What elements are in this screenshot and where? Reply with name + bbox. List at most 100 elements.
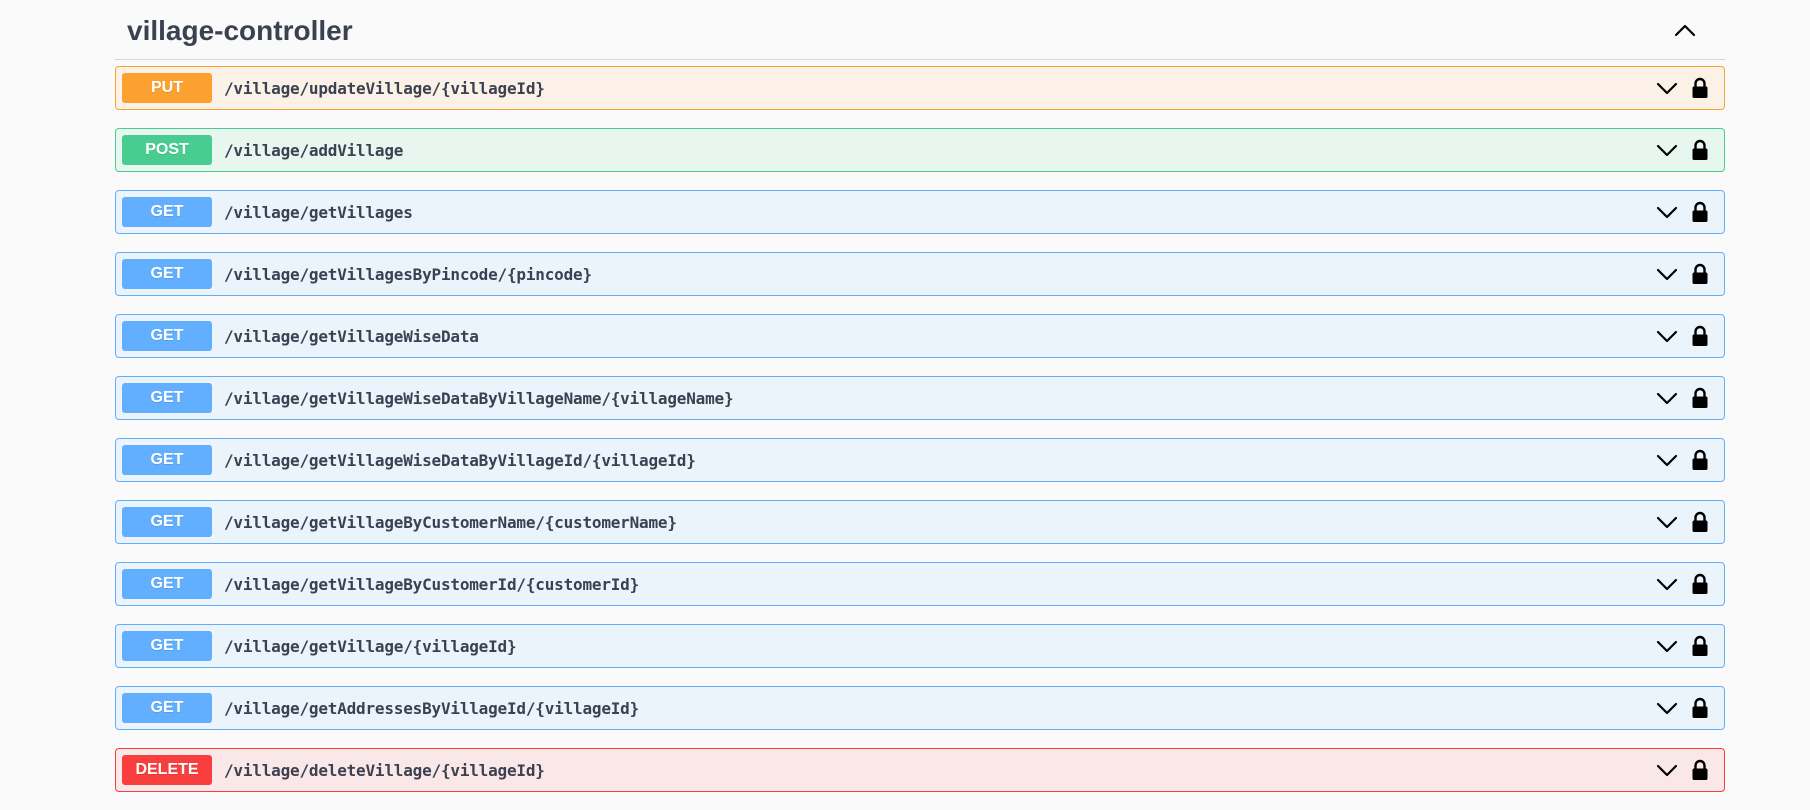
expand-operation-button[interactable] [1654,633,1680,659]
http-method-badge: GET [122,197,212,227]
http-method-badge: GET [122,569,212,599]
operation-actions [1654,315,1710,357]
operation-row-get[interactable]: GET /village/getVillageWiseData [115,314,1725,358]
operation-actions [1654,625,1710,667]
operation-row-get[interactable]: GET /village/getVillageByCustomerName/{c… [115,500,1725,544]
chevron-down-icon [1656,578,1678,591]
authorize-button[interactable] [1690,758,1710,782]
operation-path: /village/getVillageByCustomerName/{custo… [224,512,677,532]
lock-icon [1692,263,1708,284]
operation-actions [1654,563,1710,605]
chevron-down-icon [1656,144,1678,157]
operations-list: PUT /village/updateVillage/{villageId} P… [115,60,1725,792]
operation-path: /village/getVillageByCustomerId/{custome… [224,574,640,594]
expand-operation-button[interactable] [1654,695,1680,721]
lock-icon [1692,449,1708,470]
operation-actions [1654,749,1710,791]
operation-actions [1654,377,1710,419]
operation-actions [1654,191,1710,233]
authorize-button[interactable] [1690,324,1710,348]
section-header[interactable]: village-controller [115,0,1725,60]
lock-icon [1692,511,1708,532]
expand-operation-button[interactable] [1654,571,1680,597]
operation-row-get[interactable]: GET /village/getVillage/{villageId} [115,624,1725,668]
lock-icon [1692,387,1708,408]
lock-icon [1692,635,1708,656]
chevron-down-icon [1656,82,1678,95]
chevron-up-icon [1674,24,1696,36]
authorize-button[interactable] [1690,634,1710,658]
operation-path: /village/getVillageWiseData [224,326,479,346]
chevron-down-icon [1656,330,1678,343]
operation-row-get[interactable]: GET /village/getVillagesByPincode/{pinco… [115,252,1725,296]
chevron-down-icon [1656,392,1678,405]
http-method-badge: POST [122,135,212,165]
lock-icon [1692,201,1708,222]
expand-operation-button[interactable] [1654,509,1680,535]
operation-path: /village/getVillages [224,202,413,222]
chevron-down-icon [1656,206,1678,219]
http-method-badge: DELETE [122,755,212,785]
http-method-badge: GET [122,631,212,661]
swagger-tag-section: village-controller PUT /village/updateVi… [115,0,1725,810]
operation-path: /village/getVillageWiseDataByVillageId/{… [224,450,696,470]
operation-path: /village/getAddressesByVillageId/{villag… [224,698,640,718]
chevron-down-icon [1656,764,1678,777]
chevron-down-icon [1656,516,1678,529]
expand-operation-button[interactable] [1654,199,1680,225]
lock-icon [1692,697,1708,718]
operation-actions [1654,439,1710,481]
operation-path: /village/getVillageWiseDataByVillageName… [224,388,734,408]
lock-icon [1692,139,1708,160]
lock-icon [1692,573,1708,594]
authorize-button[interactable] [1690,510,1710,534]
authorize-button[interactable] [1690,262,1710,286]
expand-operation-button[interactable] [1654,261,1680,287]
operation-row-get[interactable]: GET /village/getVillageWiseDataByVillage… [115,376,1725,420]
operation-path: /village/getVillagesByPincode/{pincode} [224,264,592,284]
lock-icon [1692,759,1708,780]
operation-actions [1654,67,1710,109]
operation-actions [1654,687,1710,729]
expand-operation-button[interactable] [1654,447,1680,473]
http-method-badge: PUT [122,73,212,103]
http-method-badge: GET [122,693,212,723]
operation-row-get[interactable]: GET /village/getAddressesByVillageId/{vi… [115,686,1725,730]
collapse-section-button[interactable] [1665,10,1705,50]
chevron-down-icon [1656,702,1678,715]
http-method-badge: GET [122,507,212,537]
authorize-button[interactable] [1690,76,1710,100]
expand-operation-button[interactable] [1654,385,1680,411]
authorize-button[interactable] [1690,200,1710,224]
operation-path: /village/deleteVillage/{villageId} [224,760,545,780]
authorize-button[interactable] [1690,386,1710,410]
expand-operation-button[interactable] [1654,323,1680,349]
http-method-badge: GET [122,445,212,475]
chevron-down-icon [1656,454,1678,467]
operation-actions [1654,253,1710,295]
lock-icon [1692,77,1708,98]
operation-actions [1654,501,1710,543]
operation-row-get[interactable]: GET /village/getVillages [115,190,1725,234]
section-title: village-controller [127,15,353,46]
operation-path: /village/updateVillage/{villageId} [224,78,545,98]
expand-operation-button[interactable] [1654,137,1680,163]
operation-row-post[interactable]: POST /village/addVillage [115,128,1725,172]
http-method-badge: GET [122,321,212,351]
operation-row-get[interactable]: GET /village/getVillageByCustomerId/{cus… [115,562,1725,606]
chevron-down-icon [1656,268,1678,281]
authorize-button[interactable] [1690,572,1710,596]
authorize-button[interactable] [1690,138,1710,162]
operation-path: /village/addVillage [224,140,404,160]
authorize-button[interactable] [1690,696,1710,720]
expand-operation-button[interactable] [1654,757,1680,783]
expand-operation-button[interactable] [1654,75,1680,101]
operation-row-put[interactable]: PUT /village/updateVillage/{villageId} [115,66,1725,110]
http-method-badge: GET [122,383,212,413]
lock-icon [1692,325,1708,346]
operation-row-get[interactable]: GET /village/getVillageWiseDataByVillage… [115,438,1725,482]
operation-row-delete[interactable]: DELETE /village/deleteVillage/{villageId… [115,748,1725,792]
operation-path: /village/getVillage/{villageId} [224,636,517,656]
authorize-button[interactable] [1690,448,1710,472]
operation-actions [1654,129,1710,171]
